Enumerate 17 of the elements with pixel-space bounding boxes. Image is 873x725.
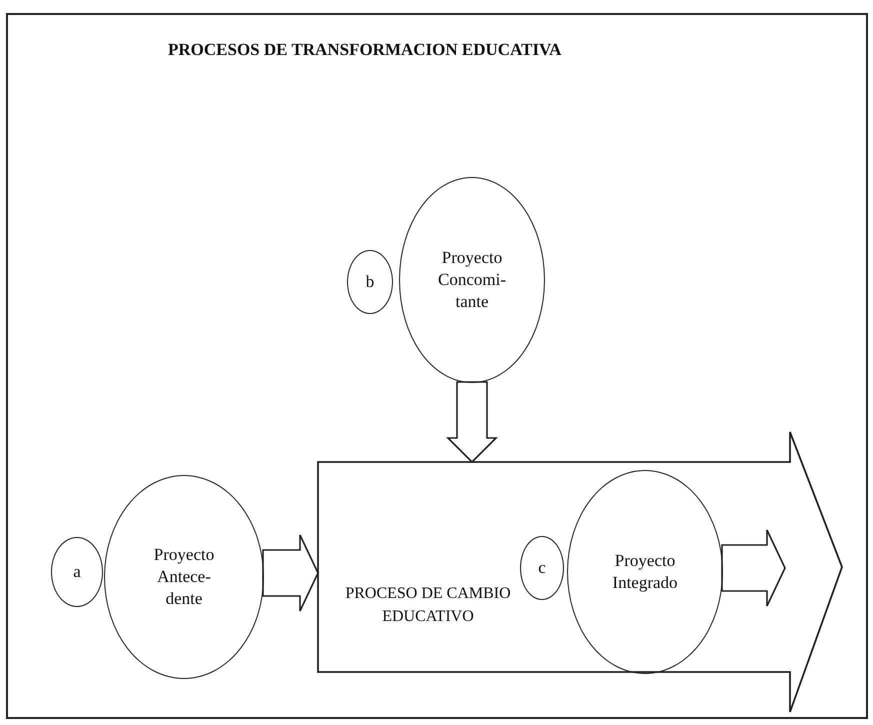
block-arrow [262,534,319,612]
process-label: PROCESO DE CAMBIO EDUCATIVO [344,584,512,628]
block-arrow [446,381,498,464]
node-label: b [364,270,376,293]
node-label: Proyecto Concomi- tante [437,246,507,314]
node-label: Proyecto Integrado [611,550,679,594]
diagram-title: PROCESOS DE TRANSFORMACION EDUCATIVA [168,40,562,60]
project-circle [104,475,264,679]
node-label: c [537,556,547,579]
project-circle [567,470,723,674]
block-arrow [721,529,786,607]
node-label: a [72,560,82,583]
letter-circle [347,250,393,314]
project-circle [399,177,545,383]
letter-circle [520,536,564,600]
node-label: Proyecto Antece- dente [152,544,216,610]
letter-circle [51,537,103,607]
